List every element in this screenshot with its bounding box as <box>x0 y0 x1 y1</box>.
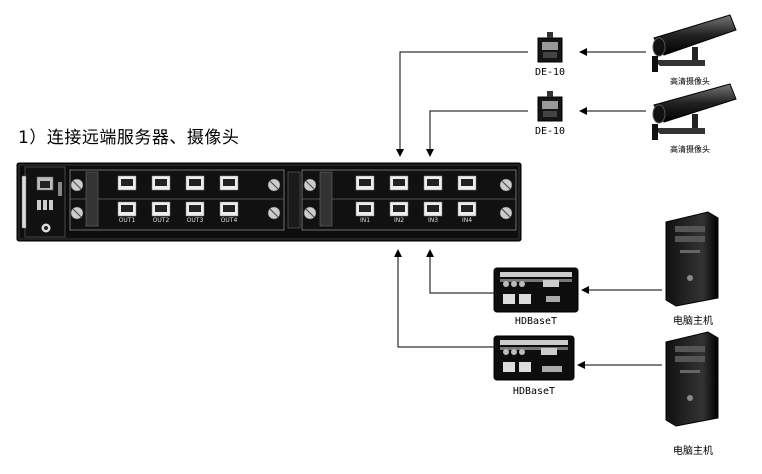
decoder-label-1: DE-10 <box>534 67 566 78</box>
hdbase-box-icon-1 <box>493 267 579 313</box>
decoder-label-2: DE-10 <box>534 126 566 137</box>
computer-icon-2 <box>665 331 719 427</box>
in-port-label-3: IN3 <box>427 217 439 224</box>
page-title: 1）连接远端服务器、摄像头 <box>18 128 240 148</box>
computer-icon-1 <box>665 211 719 307</box>
computer-label-1: 电脑主机 <box>673 316 713 327</box>
out-port-label-4: OUT4 <box>220 217 238 224</box>
out-port-label-2: OUT2 <box>152 217 170 224</box>
in-port-label-4: IN4 <box>461 217 473 224</box>
arrow-hdbase2-to-matrix <box>394 249 494 348</box>
camera-icon-1 <box>652 14 737 72</box>
arrow-hdbase1-to-matrix <box>426 249 494 294</box>
out-port-label-1: OUT1 <box>118 217 136 224</box>
arrow-decoder2-to-matrix <box>426 110 528 157</box>
camera-label-1: 高清摄像头 <box>670 77 710 86</box>
matrix-chassis <box>16 162 522 242</box>
in-port-label-1: IN1 <box>359 217 371 224</box>
hdbase-box-icon-2 <box>493 335 575 381</box>
camera-icon-2 <box>652 83 737 140</box>
camera-label-2: 高清摄像头 <box>670 145 710 154</box>
decoder-icon-1 <box>537 32 563 63</box>
computer-label-2: 电脑主机 <box>673 446 713 457</box>
in-port-label-2: IN2 <box>393 217 405 224</box>
decoder-icon-2 <box>537 91 563 122</box>
out-port-label-3: OUT3 <box>186 217 204 224</box>
hdbase-label-2: HDBaseT <box>512 386 556 397</box>
arrow-decoder1-to-matrix <box>396 51 528 157</box>
hdbase-label-1: HDBaseT <box>514 316 558 327</box>
